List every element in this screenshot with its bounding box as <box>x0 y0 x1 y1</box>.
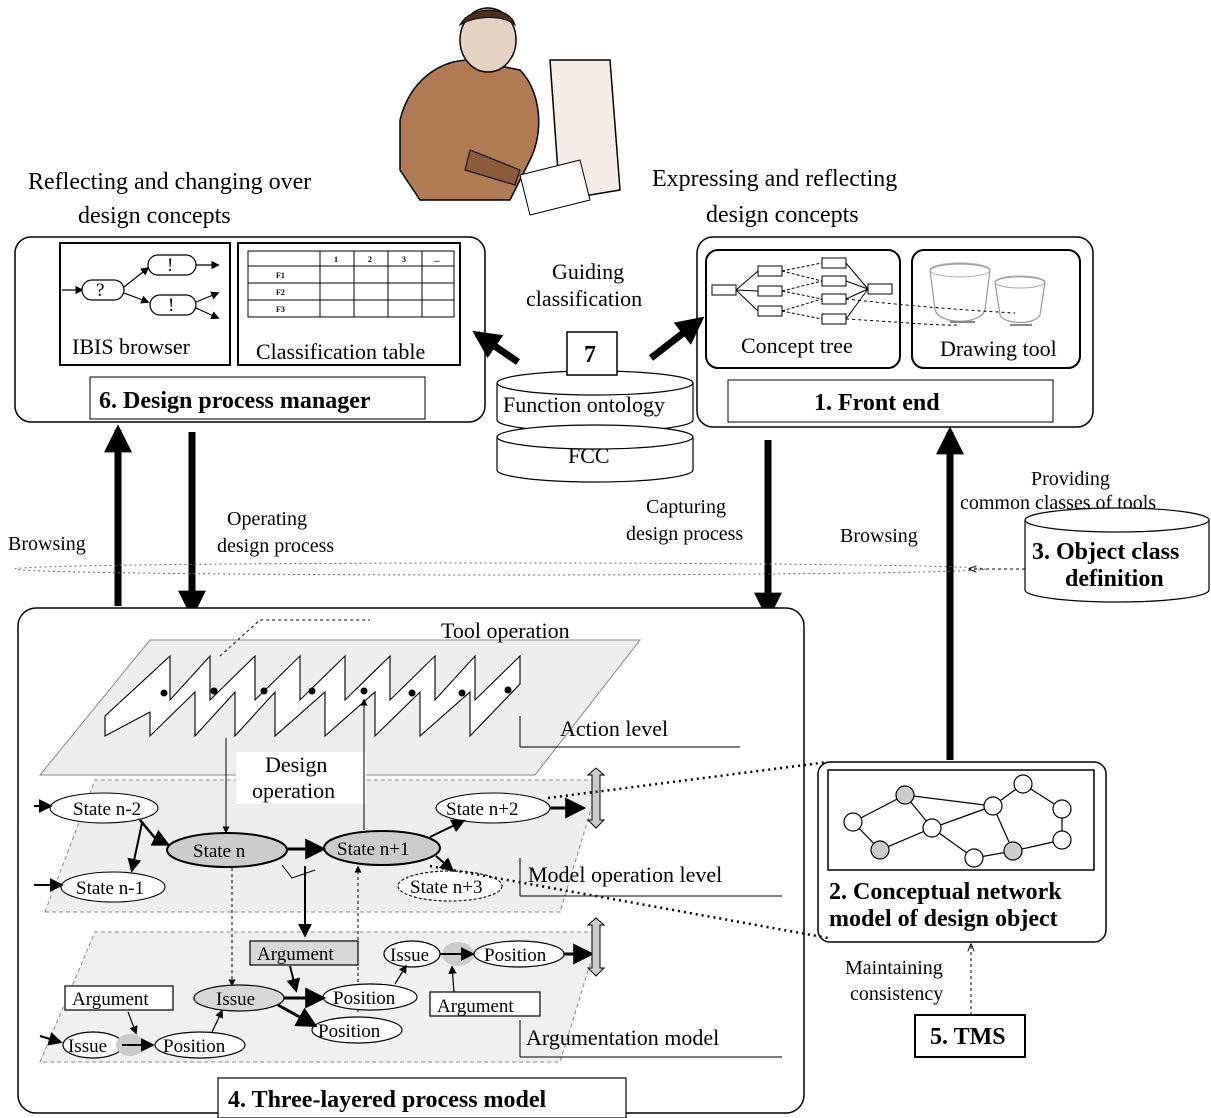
left-caption-line1: Reflecting and changing over <box>28 169 311 195</box>
arrow-to-process-manager <box>472 330 520 365</box>
guiding-line2: classification <box>526 286 642 311</box>
browsing-left-label: Browsing <box>8 533 86 555</box>
ibis-answer-mark-2: ! <box>168 295 174 316</box>
state-n-minus-1: State n-1 <box>76 878 144 899</box>
argumentation-model-label: Argumentation model <box>526 1025 719 1050</box>
classification-table-graphic: 1 2 3 ... F1 F2 F3 <box>247 250 455 318</box>
process-model-title: 4. Three-layered process model <box>228 1087 547 1113</box>
right-caption-line1: Expressing and reflecting <box>652 166 897 192</box>
module-seven-label: 7 <box>584 342 596 368</box>
table-header-4: ... <box>434 255 440 264</box>
position-bottom: Position <box>163 1036 226 1057</box>
object-class-database: 3. Object class definition <box>1024 507 1210 603</box>
ibis-browser-label: IBIS browser <box>72 334 191 359</box>
three-layered-process-model: Tool operation Action level Design opera… <box>17 607 805 1118</box>
classification-table-label: Classification table <box>256 339 425 364</box>
conceptual-network-module: 2. Conceptual network model of design ob… <box>817 761 1107 943</box>
object-class-line1: 3. Object class <box>1032 539 1179 565</box>
issue-bottom: Issue <box>68 1036 107 1057</box>
position-mid: Position <box>333 988 396 1009</box>
network-line2: model of design object <box>829 906 1058 932</box>
tool-operation-label: Tool operation <box>441 618 570 643</box>
object-class-line2: definition <box>1065 566 1164 592</box>
state-n-plus-1: State n+1 <box>337 839 409 860</box>
state-n-plus-3: State n+3 <box>410 877 482 898</box>
guiding-line1: Guiding <box>552 259 624 284</box>
tms-box <box>914 1014 1026 1058</box>
capturing-line2: design process <box>626 523 743 545</box>
network-graph <box>843 774 1072 868</box>
ibis-graph: ? ! ! <box>62 254 220 320</box>
argument-right: Argument <box>437 996 514 1017</box>
state-n: State n <box>193 841 246 862</box>
state-n-minus-2: State n-2 <box>73 799 141 820</box>
position-top: Position <box>484 945 547 966</box>
left-caption-line2: design concepts <box>78 203 231 229</box>
right-caption-line2: design concepts <box>706 202 859 228</box>
action-level-label: Action level <box>560 716 668 741</box>
argument-top: Argument <box>257 944 334 965</box>
fcc-label: FCC <box>568 443 610 468</box>
operating-line1: Operating <box>227 508 307 530</box>
design-process-manager-module: ? ! ! IBIS browser 1 2 3 ... <box>14 236 486 423</box>
ibis-question-mark: ? <box>96 280 104 301</box>
table-row-f1: F1 <box>276 271 285 280</box>
drawing-tool-graphic <box>929 262 1046 326</box>
design-operation-line1: Design <box>265 752 327 777</box>
front-end-module: Concept tree Drawing tool 1. Front end <box>696 236 1094 428</box>
maintaining-line1: Maintaining <box>845 957 943 979</box>
tms-label: 5. TMS <box>930 1024 1006 1050</box>
model-operation-level-label: Model operation level <box>528 862 722 887</box>
table-row-f2: F2 <box>276 288 285 297</box>
state-n-plus-2: State n+2 <box>446 799 518 820</box>
table-header-3: 3 <box>402 255 406 264</box>
capturing-line1: Capturing <box>646 496 726 518</box>
module-seven-box <box>566 331 618 376</box>
projection-line-upper <box>547 760 829 800</box>
designer-illustration <box>399 7 621 216</box>
table-header-2: 2 <box>368 255 372 264</box>
arrow-to-front-end <box>648 316 705 361</box>
table-header-1: 1 <box>334 255 338 264</box>
concept-tree-label: Concept tree <box>741 333 853 358</box>
function-ontology-label: Function ontology <box>503 392 665 417</box>
network-line1: 2. Conceptual network <box>829 879 1062 905</box>
browsing-right-label: Browsing <box>840 525 918 547</box>
issue-top: Issue <box>390 945 429 966</box>
providing-line1: Providing <box>1031 468 1110 490</box>
concept-tree-graphic <box>711 257 893 325</box>
system-boundary-line <box>14 562 986 576</box>
issue-mid: Issue <box>216 989 255 1010</box>
front-end-title: 1. Front end <box>814 390 940 416</box>
design-process-manager-title: 6. Design process manager <box>99 388 371 414</box>
drawing-tool-label: Drawing tool <box>940 336 1057 361</box>
projection-line-lower <box>429 864 829 940</box>
design-operation-line2: operation <box>252 778 335 803</box>
ibis-answer-mark-1: ! <box>167 255 173 276</box>
fcc-database: FCC <box>496 424 694 483</box>
table-row-f3: F3 <box>276 305 285 314</box>
operating-line2: design process <box>217 535 334 557</box>
maintaining-line2: consistency <box>850 983 943 1005</box>
position-low: Position <box>318 1021 381 1042</box>
function-ontology-database: Function ontology <box>496 370 694 433</box>
argument-left: Argument <box>72 989 149 1010</box>
